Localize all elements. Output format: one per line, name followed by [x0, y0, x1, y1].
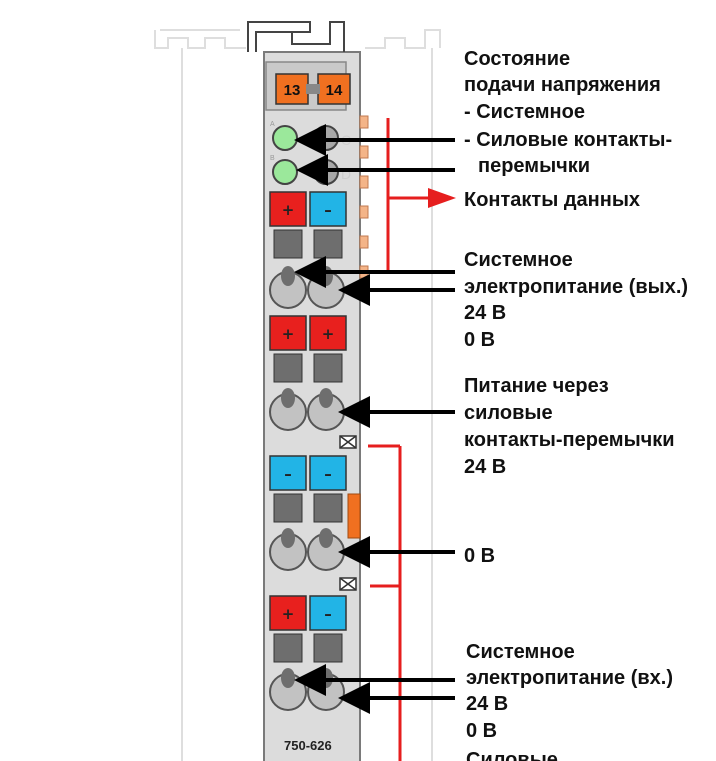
orange-power-contact — [347, 493, 361, 539]
din-rail-outline — [154, 29, 441, 761]
label-power-partial: Силовые — [466, 749, 558, 761]
release-slot — [313, 493, 343, 523]
model-number: 750-626 — [284, 738, 332, 753]
led-14-label: 14 — [326, 82, 343, 99]
label-field-4: 24 В — [464, 456, 506, 478]
minus-sign: – — [324, 605, 332, 623]
led-14-box — [317, 73, 351, 105]
plus-sign: + — [282, 201, 295, 219]
label-status-5: перемычки — [478, 155, 590, 177]
label-field-3: контакты-перемычки — [464, 429, 675, 451]
minus-jumper — [309, 455, 347, 491]
callout-labels: Состояние подачи напряжения - Системное … — [464, 48, 688, 761]
fuse-symbol-top — [339, 435, 357, 449]
release-slot — [273, 493, 303, 523]
minus-sign: – — [324, 465, 332, 483]
release-slot — [273, 633, 303, 663]
minus-sign: – — [324, 201, 332, 219]
minus-jumper — [269, 455, 307, 491]
release-slot — [313, 353, 343, 383]
label-status-3: - Системное — [464, 101, 585, 123]
plus-sign: + — [322, 325, 335, 343]
label-data-contacts: Контакты данных — [464, 189, 640, 211]
label-sys-out-2: электропитание (вых.) — [464, 276, 688, 298]
label-zero-v: 0 В — [464, 545, 495, 567]
led-13-label: 13 — [284, 82, 301, 99]
label-status-1: Состояние — [464, 48, 570, 70]
label-sys-in-1: Системное — [466, 641, 575, 663]
label-sys-in-4: 0 В — [466, 720, 497, 742]
label-sys-out-4: 0 В — [464, 329, 495, 351]
led-d-letter: D — [341, 166, 351, 182]
pointer-arrows — [294, 124, 455, 714]
label-sys-out-1: Системное — [464, 249, 573, 271]
led-a-letter: A — [270, 121, 275, 128]
plus-sign: + — [282, 325, 295, 343]
plus-jumper — [269, 315, 307, 351]
label-sys-in-2: электропитание (вх.) — [466, 667, 673, 689]
label-sys-out-3: 24 В — [464, 302, 506, 324]
data-contacts-arrowhead — [428, 188, 456, 208]
plus-jumper — [269, 595, 307, 631]
release-slot — [273, 353, 303, 383]
label-field-1: Питание через — [464, 375, 609, 397]
plus-jumper — [309, 315, 347, 351]
terminal-group-zero: – – — [269, 455, 361, 571]
minus-sign: – — [284, 465, 292, 483]
led-13-box — [275, 73, 309, 105]
label-sys-in-3: 24 В — [466, 693, 508, 715]
power-contacts-bracket — [368, 444, 402, 761]
release-slot — [313, 633, 343, 663]
label-status-4: - Силовые контакты- — [464, 129, 672, 151]
led-b-green — [272, 159, 298, 185]
fuse-symbol-bottom — [339, 577, 357, 591]
label-field-2: силовые — [464, 402, 553, 424]
led-number-boxes: 13 14 — [275, 73, 351, 105]
label-status-2: подачи напряжения — [464, 74, 661, 96]
led-a-green — [272, 125, 298, 151]
led-b-letter: B — [270, 155, 275, 162]
release-slot — [313, 229, 343, 259]
minus-jumper — [309, 191, 347, 227]
plus-sign: + — [282, 605, 295, 623]
minus-jumper — [309, 595, 347, 631]
release-slot — [273, 229, 303, 259]
data-contacts-bracket — [386, 118, 432, 274]
plus-jumper — [269, 191, 307, 227]
terminal-group-field: + + — [269, 315, 347, 431]
